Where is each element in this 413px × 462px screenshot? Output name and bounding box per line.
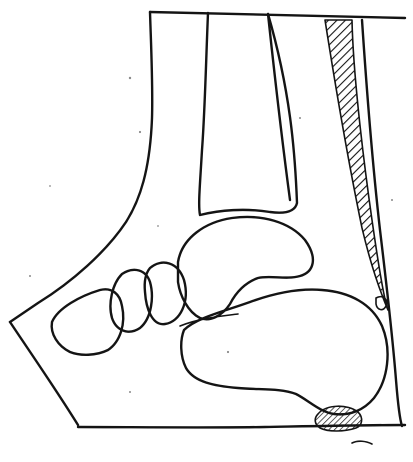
paper-speck (227, 351, 229, 353)
heel-fat-pad-hatching (315, 406, 361, 431)
foot-sole-outline (10, 322, 78, 425)
paper-speck (49, 185, 51, 187)
tibia (199, 13, 297, 215)
anterior-soft-tissue-outline (10, 12, 152, 322)
paper-speck (157, 225, 159, 227)
paper-speck (299, 117, 301, 119)
paper-speck (29, 275, 31, 277)
fibula (268, 14, 290, 200)
paper-speck (129, 77, 131, 79)
paper-speck (139, 131, 141, 133)
sole-mark (352, 441, 372, 444)
achilles-tendon-hatching (325, 20, 388, 310)
paper-speck (391, 199, 393, 201)
calcaneus (181, 290, 387, 415)
leg-top-edge (150, 12, 405, 18)
paper-speck (129, 391, 131, 393)
